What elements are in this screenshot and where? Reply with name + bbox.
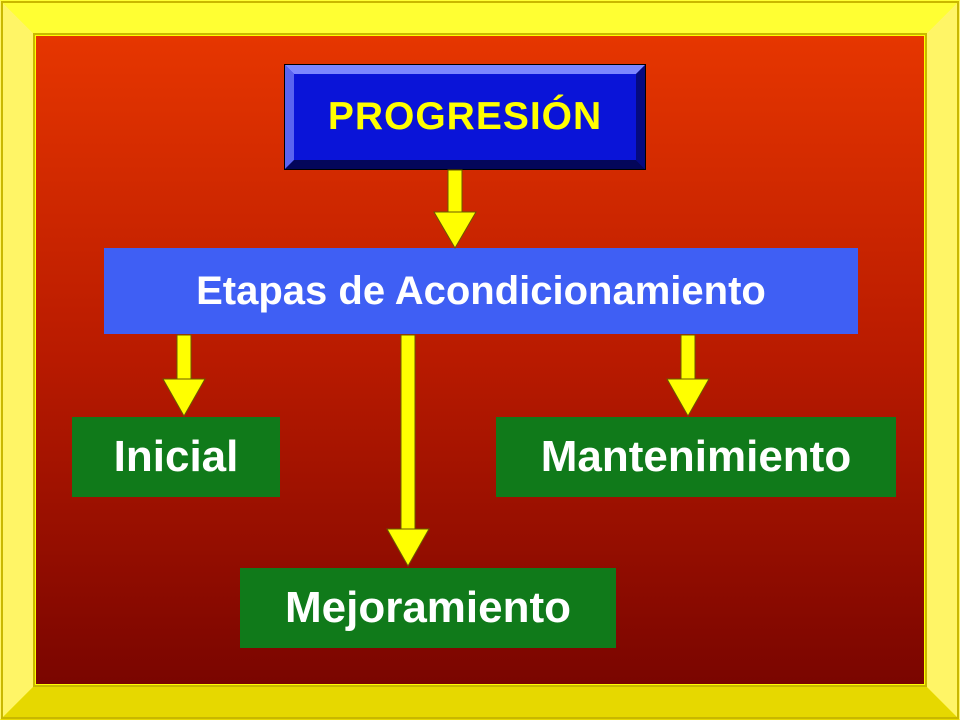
title-text: PROGRESIÓN	[327, 95, 603, 138]
frame-inner-edge	[33, 33, 927, 687]
title-box-bevel	[284, 64, 646, 170]
title-box: PROGRESIÓN	[284, 64, 646, 170]
frame-bevel-bottom	[0, 686, 960, 720]
frame-bevel-right	[926, 0, 960, 720]
frame-bevel-top	[0, 0, 960, 34]
node-mejoramiento: Mejoramiento	[240, 568, 616, 648]
stages-box: Etapas de Acondicionamiento	[104, 248, 858, 334]
node-mantenimiento: Mantenimiento	[496, 417, 896, 497]
frame-bevel-left	[0, 0, 34, 720]
node-inicial: Inicial	[72, 417, 280, 497]
